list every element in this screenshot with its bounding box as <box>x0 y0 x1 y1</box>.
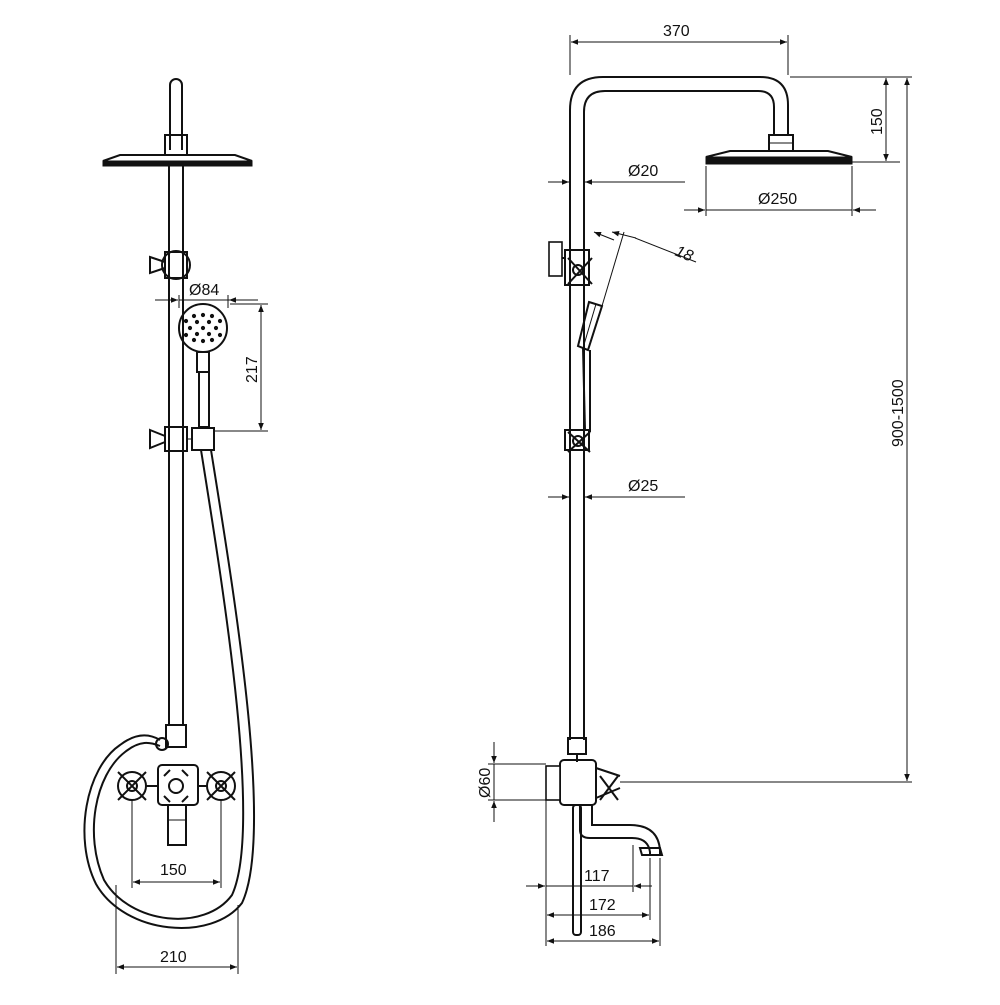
handshower-nozzles <box>183 312 223 344</box>
side-view: 370 150 Ø20 Ø250 18 Ø25 900-1500 <box>477 23 912 946</box>
arm-length-label: 370 <box>663 23 690 40</box>
valve-spacing-label: 150 <box>160 862 187 879</box>
handshower-angle-label: 18 <box>673 243 696 265</box>
handshower-diameter-label: Ø84 <box>189 282 219 299</box>
overall-height-label: 900-1500 <box>890 379 907 447</box>
front-view: Ø84 217 150 210 <box>83 78 268 974</box>
head-diameter-label: Ø250 <box>758 191 797 208</box>
handshower-height-label: 217 <box>244 356 261 383</box>
spout-186-label: 186 <box>589 923 616 940</box>
arm-drop-label: 150 <box>869 108 886 135</box>
hose-width-label: 210 <box>160 949 187 966</box>
pipe-upper-diameter-label: Ø20 <box>628 163 658 180</box>
spout-172-label: 172 <box>589 897 616 914</box>
pipe-lower-diameter-label: Ø25 <box>628 478 658 495</box>
valve-diameter-label: Ø60 <box>477 768 494 798</box>
spout-117-label: 117 <box>584 868 610 885</box>
